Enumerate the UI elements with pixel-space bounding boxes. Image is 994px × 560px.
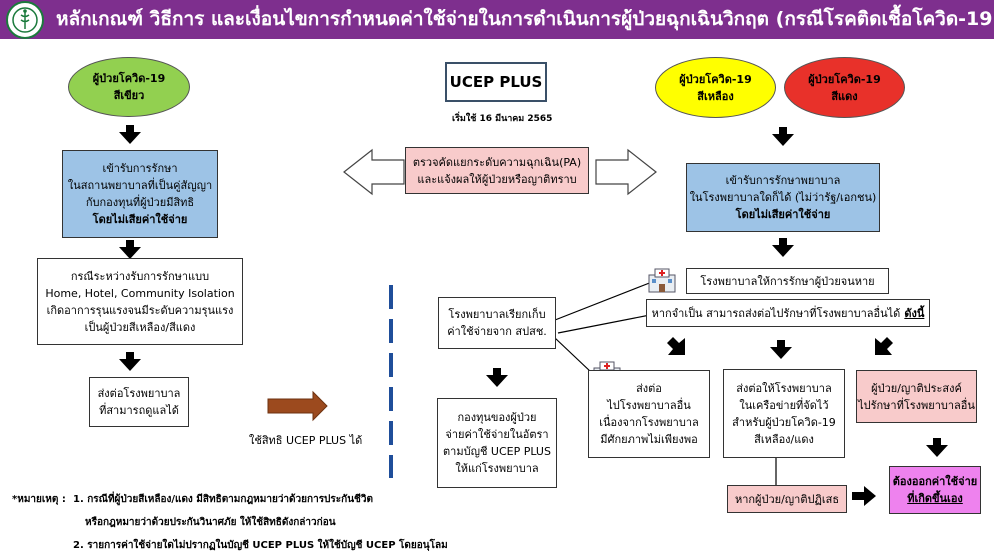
self-pay-line: ที่เกิดขึ้นเอง xyxy=(907,492,963,505)
hollow-arrow-left-icon xyxy=(343,148,405,196)
refer-line: ที่สามารถดูแลได้ xyxy=(99,404,179,417)
opt3-line: ผู้ป่วย/ญาติประสงค์ xyxy=(871,381,962,395)
transfer-text: หากจำเป็น สามารถส่งต่อไปรักษาที่โรงพยาบา… xyxy=(651,306,901,320)
opt2-line: ส่งต่อให้โรงพยาบาล xyxy=(736,381,832,395)
brown-arrow-right-icon xyxy=(267,390,328,422)
arrow-down-right-icon xyxy=(875,337,893,355)
arrow-down-icon xyxy=(486,368,508,387)
red-patient-node: ผู้ป่วยโควิด-19 สีแดง xyxy=(784,57,905,118)
hospital-treat-until-cured-box: โรงพยาบาลให้การรักษาผู้ป่วยจนหาย xyxy=(686,268,889,294)
red-label-1: ผู้ป่วยโควิด-19 xyxy=(808,72,881,86)
claim-line: โรงพยาบาลเรียกเก็บ xyxy=(448,308,546,321)
hosp-treat-text: โรงพยาบาลให้การรักษาผู้ป่วยจนหาย xyxy=(700,274,875,288)
fund-line: ให้แก่โรงพยาบาล xyxy=(455,462,539,475)
arrow-down-icon xyxy=(119,352,141,371)
header-bar xyxy=(0,0,994,39)
effective-date: เริ่มใช้ 16 มีนาคม 2565 xyxy=(452,114,553,124)
arrow-down-left-icon xyxy=(667,337,685,355)
self-pay-box: ต้องออกค่าใช้จ่าย ที่เกิดขึ้นเอง xyxy=(889,466,981,514)
home-isolation-case-box: กรณีระหว่างรับการรักษาแบบ Home, Hotel, C… xyxy=(37,258,243,345)
yellow-patient-node: ผู้ป่วยโควิด-19 สีเหลือง xyxy=(655,57,776,118)
use-ucep-right-text: ใช้สิทธิ UCEP PLUS ได้ xyxy=(249,434,363,447)
fund-line: จ่ายค่าใช้จ่ายในอัตรา xyxy=(445,428,549,441)
right-treatment-box: เข้ารับการรักษาพยาบาล ในโรงพยาบาลใดก็ได้… xyxy=(686,163,880,232)
note-1b: หรือกฎหมายว่าด้วยประกันวินาศภัย ให้ใช้สิ… xyxy=(85,517,336,528)
opt2-line: สำหรับผู้ป่วยโควิด-19 xyxy=(732,415,836,429)
arrow-down-icon xyxy=(926,438,948,457)
opt2-line: ในเครือข่ายที่จัดไว้ xyxy=(739,398,829,412)
hospital-icon xyxy=(648,267,676,293)
refuse-text: หากผู้ป่วย/ญาติปฏิเสธ xyxy=(734,492,840,506)
case-line: เกิดอาการรุนแรงจนมีระดับความรุนแรง xyxy=(46,303,234,317)
left-treat-line: โดยไม่เสียค่าใช้จ่าย xyxy=(92,213,188,226)
green-label-2: สีเขียว xyxy=(113,89,145,102)
yellow-label-2: สีเหลือง xyxy=(697,89,734,103)
right-treat-line: โดยไม่เสียค่าใช้จ่าย xyxy=(735,208,831,221)
transfer-bold: ดังนี้ xyxy=(904,306,925,320)
left-treatment-box: เข้ารับการรักษา ในสถานพยาบาลที่เป็นคู่สั… xyxy=(62,150,218,238)
screening-box: ตรวจคัดแยกระดับความฉุกเฉิน(PA) และแจ้งผล… xyxy=(405,147,589,194)
case-line: กรณีระหว่างรับการรักษาแบบ xyxy=(70,269,210,283)
opt3-line: ไปรักษาที่โรงพยาบาลอื่น xyxy=(858,398,975,412)
ucep-plus-badge: UCEP PLUS xyxy=(445,62,547,102)
page-title: หลักเกณฑ์ วิธีการ และเงื่อนไขการกำหนดค่า… xyxy=(56,8,994,30)
left-treat-line: กับกองทุนที่ผู้ป่วยมีสิทธิ xyxy=(85,196,195,209)
option-insufficient-capacity-box: ส่งต่อ ไปโรงพยาบาลอื่น เนื่องจากโรงพยาบา… xyxy=(588,370,710,458)
green-patient-node: ผู้ป่วยโควิด-19 สีเขียว xyxy=(68,57,190,117)
option-network-hospital-box: ส่งต่อให้โรงพยาบาล ในเครือข่ายที่จัดไว้ … xyxy=(723,369,845,458)
screening-line: และแจ้งผลให้ผู้ป่วยหรือญาติทราบ xyxy=(417,172,577,186)
arrow-down-icon xyxy=(772,127,794,146)
arrow-down-icon xyxy=(119,125,141,144)
opt1-line: เนื่องจากโรงพยาบาล xyxy=(599,416,699,429)
self-pay-line: ต้องออกค่าใช้จ่าย xyxy=(892,475,978,488)
refer-hospital-box: ส่งต่อโรงพยาบาล ที่สามารถดูแลได้ xyxy=(89,377,189,427)
arrow-down-icon xyxy=(772,238,794,257)
right-treat-line: เข้ารับการรักษาพยาบาล xyxy=(725,174,841,187)
moph-logo-icon xyxy=(6,1,44,39)
refuse-box: หากผู้ป่วย/ญาติปฏิเสธ xyxy=(727,485,847,513)
arrow-down-icon xyxy=(119,240,141,259)
left-treat-line: ในสถานพยาบาลที่เป็นคู่สัญญา xyxy=(67,179,213,192)
arrow-down-icon xyxy=(770,340,792,359)
screening-line: ตรวจคัดแยกระดับความฉุกเฉิน(PA) xyxy=(412,155,582,169)
right-treat-line: ในโรงพยาบาลใดก็ได้ (ไม่ว่ารัฐ/เอกชน) xyxy=(689,191,877,204)
opt2-line: สีเหลือง/แดง xyxy=(754,432,814,446)
refer-line: ส่งต่อโรงพยาบาล xyxy=(97,387,181,400)
left-treat-line: เข้ารับการรักษา xyxy=(102,162,178,175)
case-line: เป็นผู้ป่วยสีเหลือง/สีแดง xyxy=(84,320,196,334)
case-line: Home, Hotel, Community Isolation xyxy=(45,286,235,300)
arrow-right-icon xyxy=(852,486,876,506)
fund-line: กองทุนของผู้ป่วย xyxy=(457,411,537,424)
fund-payment-box: กองทุนของผู้ป่วย จ่ายค่าใช้จ่ายในอัตรา ต… xyxy=(437,398,557,488)
notes-label: *หมายเหตุ : xyxy=(12,494,66,505)
green-label-1: ผู้ป่วยโควิด-19 xyxy=(92,72,166,85)
opt1-line: ส่งต่อ xyxy=(636,382,662,395)
option-patient-wish-box: ผู้ป่วย/ญาติประสงค์ ไปรักษาที่โรงพยาบาลอ… xyxy=(856,370,977,423)
transfer-option-box: หากจำเป็น สามารถส่งต่อไปรักษาที่โรงพยาบา… xyxy=(646,299,930,327)
claim-line: ค่าใช้จ่ายจาก สปสช. xyxy=(447,325,547,338)
yellow-label-1: ผู้ป่วยโควิด-19 xyxy=(679,72,752,86)
hollow-arrow-right-icon xyxy=(595,148,657,196)
note-1a: 1. กรณีที่ผู้ป่วยสีเหลือง/แดง มีสิทธิตาม… xyxy=(73,494,373,505)
red-label-2: สีแดง xyxy=(831,89,858,103)
note-2: 2. รายการค่าใช้จ่ายใดไม่ปรากฏในบัญชี UCE… xyxy=(73,540,448,551)
opt1-line: ไปโรงพยาบาลอื่น xyxy=(607,399,691,412)
fund-line: ตามบัญชี UCEP PLUS xyxy=(443,445,551,458)
hospital-claim-box: โรงพยาบาลเรียกเก็บ ค่าใช้จ่ายจาก สปสช. xyxy=(438,297,556,349)
opt1-line: มีศักยภาพไม่เพียงพอ xyxy=(600,433,698,446)
